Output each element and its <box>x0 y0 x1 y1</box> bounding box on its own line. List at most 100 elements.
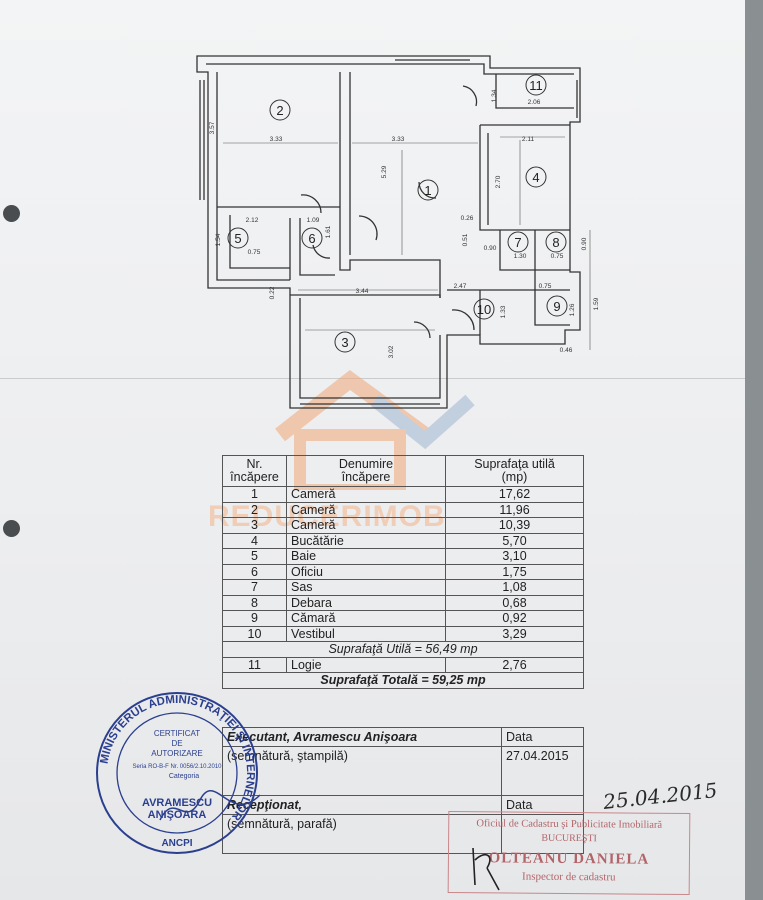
paper-fold-line <box>0 378 745 379</box>
room-number-9: 9 <box>553 299 560 314</box>
grand-total-row: Suprafaţă Totală = 59,25 mp <box>222 672 584 689</box>
empty-date-cell <box>501 814 584 854</box>
row-area: 17,62 <box>445 486 584 503</box>
date-label: Data <box>501 727 584 747</box>
row-nr: 1 <box>222 486 287 503</box>
dim-label: 3.44 <box>356 288 369 295</box>
stamp-line: Categoria <box>169 773 199 780</box>
dim-label: 0.90 <box>484 245 497 252</box>
col-header-name: Denumire încăpere <box>286 455 446 487</box>
row-nr: 10 <box>222 625 287 642</box>
row-nr: 6 <box>222 563 287 580</box>
row-area: 3,10 <box>445 548 584 565</box>
dim-label: 2.11 <box>522 136 535 143</box>
dim-label: 0.75 <box>248 249 261 256</box>
dim-label: 0.90 <box>581 237 588 250</box>
row-name: Logie <box>286 656 446 673</box>
row-name: Oficiu <box>286 563 446 580</box>
stamp-bottom: ANCPI <box>161 838 192 849</box>
row-nr: 9 <box>222 610 287 627</box>
room-number-8: 8 <box>552 235 559 250</box>
useful-total-row: Suprafaţă Utilă = 56,49 mp <box>222 641 584 658</box>
dim-label: 3.33 <box>270 136 283 143</box>
stamp-line: DE <box>171 739 182 748</box>
row-nr: 5 <box>222 548 287 565</box>
room-number-1: 1 <box>424 183 431 198</box>
row-nr: 8 <box>222 594 287 611</box>
col-header-nr: Nr. încăpere <box>222 455 287 487</box>
row-nr: 7 <box>222 579 287 596</box>
row-area: 0,92 <box>445 610 584 627</box>
dim-label: 2.70 <box>495 175 502 188</box>
row-nr: 11 <box>222 656 287 673</box>
room-number-7: 7 <box>514 235 521 250</box>
row-area: 5,70 <box>445 532 584 549</box>
punch-hole-bottom <box>3 520 20 537</box>
dim-label: 1.09 <box>307 217 320 224</box>
dim-label: 5.29 <box>381 165 388 178</box>
row-name: Cămară <box>286 610 446 627</box>
dim-label: 1.30 <box>514 253 527 260</box>
room-number-2: 2 <box>276 103 283 118</box>
room-number-11: 11 <box>529 78 543 93</box>
receptionat-label: Recepţionat, <box>222 795 502 815</box>
dim-label: 0.46 <box>560 347 573 354</box>
room-area-table: Nr. încăpere Denumire încăpere Suprafaţa… <box>222 455 584 689</box>
row-name: Cameră <box>286 486 446 503</box>
inspector-signature <box>472 847 500 891</box>
dim-label: 1.59 <box>593 297 600 310</box>
stamp-name: AVRAMESCU <box>142 797 212 809</box>
dim-label: 0.26 <box>461 215 474 222</box>
dim-label: 1.54 <box>215 233 222 246</box>
row-name: Cameră <box>286 501 446 518</box>
dim-label: 1.61 <box>325 225 332 238</box>
stamp-line: Seria RO-B-F Nr. 0056/2.10.2010 <box>132 764 222 770</box>
authorization-stamp: MINISTERUL ADMINISTRAŢIEI ŞI INTERNELOR … <box>96 692 258 854</box>
row-name: Debara <box>286 594 446 611</box>
row-area: 10,39 <box>445 517 584 534</box>
row-area: 11,96 <box>445 501 584 518</box>
dim-label: 3.02 <box>388 345 395 358</box>
executant-label: Executant, Avramescu Anişoara <box>222 727 502 747</box>
row-name: Baie <box>286 548 446 565</box>
dim-label: 2.47 <box>454 283 467 290</box>
dim-label: 0.75 <box>551 253 564 260</box>
stamp-office-line: Oficiul de Cadastru şi Publicitate Imobi… <box>476 818 663 831</box>
executant-sign-note: (semnătură, ştampilă) <box>222 746 502 796</box>
col-header-area: Suprafaţa utilă (mp) <box>445 455 584 487</box>
dim-label: 3.33 <box>392 136 405 143</box>
dim-label: 0.51 <box>462 233 469 246</box>
room-number-4: 4 <box>532 170 539 185</box>
row-name: Vestibul <box>286 625 446 642</box>
floor-plan: 1 2 3 4 5 6 7 8 9 10 11 1.34 2.06 3.57 3… <box>196 55 600 409</box>
room-number-6: 6 <box>308 231 315 246</box>
room-number-5: 5 <box>234 231 241 246</box>
row-nr: 4 <box>222 532 287 549</box>
row-area: 0,68 <box>445 594 584 611</box>
executant-signature <box>159 790 261 821</box>
row-name: Sas <box>286 579 446 596</box>
row-name: Bucătărie <box>286 532 446 549</box>
signature-table: Executant, Avramescu Anişoara Data (semn… <box>222 727 584 854</box>
row-area: 2,76 <box>445 656 584 673</box>
row-nr: 3 <box>222 517 287 534</box>
dim-label: 1.26 <box>569 303 576 316</box>
row-area: 1,08 <box>445 579 584 596</box>
receptionat-sign-note: (semnătură, parafă) <box>222 814 502 854</box>
dim-label: 2.12 <box>246 217 259 224</box>
row-area: 1,75 <box>445 563 584 580</box>
dim-label: 3.57 <box>209 121 216 134</box>
dim-label: 1.34 <box>491 89 498 102</box>
date-value: 27.04.2015 <box>501 746 584 796</box>
stamp-name: ANIŞOARA <box>148 809 207 821</box>
punch-hole-top <box>3 205 20 222</box>
